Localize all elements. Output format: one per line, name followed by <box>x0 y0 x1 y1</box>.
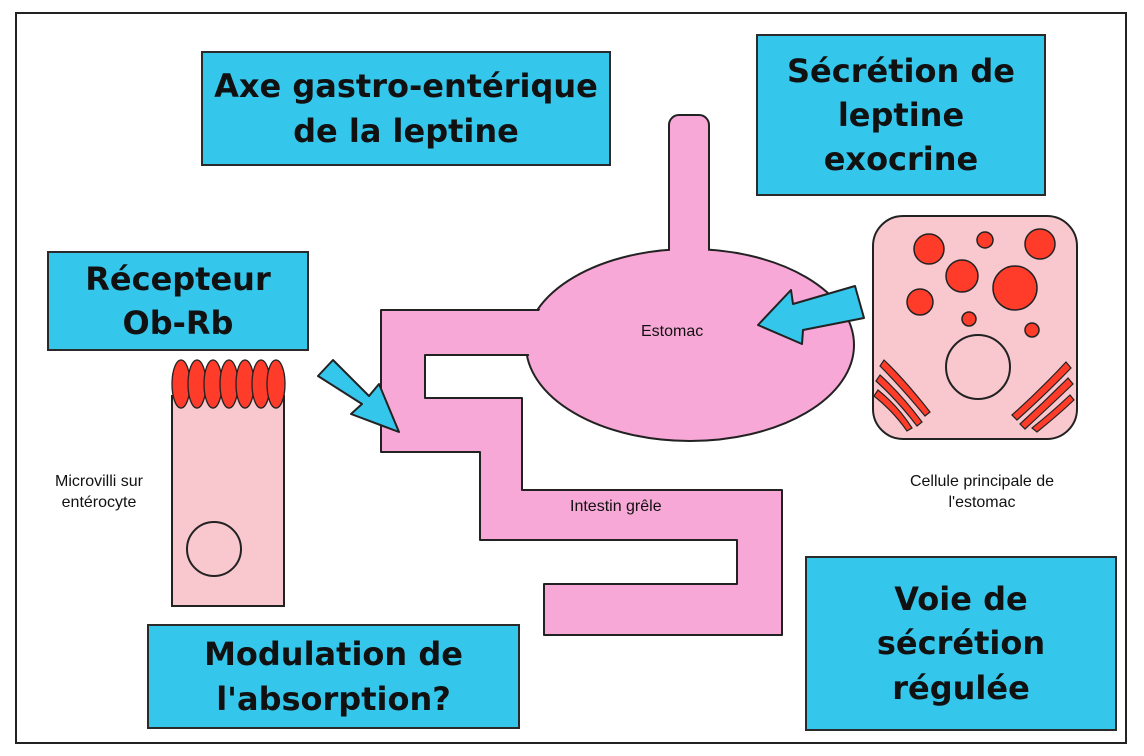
box-line: Axe gastro-entérique <box>214 64 598 108</box>
box-line: de la leptine <box>214 109 598 153</box>
box-line: Modulation de <box>204 632 463 676</box>
box-line: sécrétion <box>877 621 1045 665</box>
secretory-granule <box>962 312 976 326</box>
box-regulated-secretion: Voie de sécrétion régulée <box>805 556 1117 731</box>
secretory-granule <box>993 266 1037 310</box>
stomach-label: Estomac <box>641 322 703 343</box>
secretory-granule <box>914 234 944 264</box>
box-exocrine-secretion: Sécrétion de leptine exocrine <box>756 34 1046 196</box>
microvilli-label: Microvilli sur entérocyte <box>34 472 164 514</box>
secretory-granule <box>977 232 993 248</box>
label-line: entérocyte <box>34 493 164 514</box>
secretory-granule <box>1025 229 1055 259</box>
box-line: leptine <box>787 93 1015 137</box>
label-line: l'estomac <box>882 493 1082 514</box>
box-line: Voie de <box>877 577 1045 621</box>
enterocyte-body <box>172 396 284 606</box>
box-receptor: Récepteur Ob-Rb <box>47 251 309 351</box>
enterocyte <box>172 360 285 606</box>
intestine-label: Intestin grêle <box>570 497 662 518</box>
box-absorption-modulation: Modulation de l'absorption? <box>147 624 520 729</box>
nucleus <box>946 335 1010 399</box>
chief-cell-label: Cellule principale de l'estomac <box>882 472 1082 514</box>
enterocyte-nucleus <box>187 522 241 576</box>
box-line: Ob-Rb <box>85 301 270 345</box>
label-line: Cellule principale de <box>882 472 1082 493</box>
box-gastro-enteric-axis: Axe gastro-entérique de la leptine <box>201 51 611 166</box>
secretory-granule <box>946 260 978 292</box>
secretory-granule <box>1025 323 1039 337</box>
box-line: Récepteur <box>85 257 270 301</box>
label-line: Microvilli sur <box>34 472 164 493</box>
box-line: Sécrétion de <box>787 49 1015 93</box>
box-line: l'absorption? <box>204 677 463 721</box>
box-line: exocrine <box>787 137 1015 181</box>
box-line: régulée <box>877 666 1045 710</box>
esophagus-cover <box>670 240 708 260</box>
secretory-granule <box>907 289 933 315</box>
chief-cell <box>873 216 1077 439</box>
stomach-cover <box>528 251 852 439</box>
